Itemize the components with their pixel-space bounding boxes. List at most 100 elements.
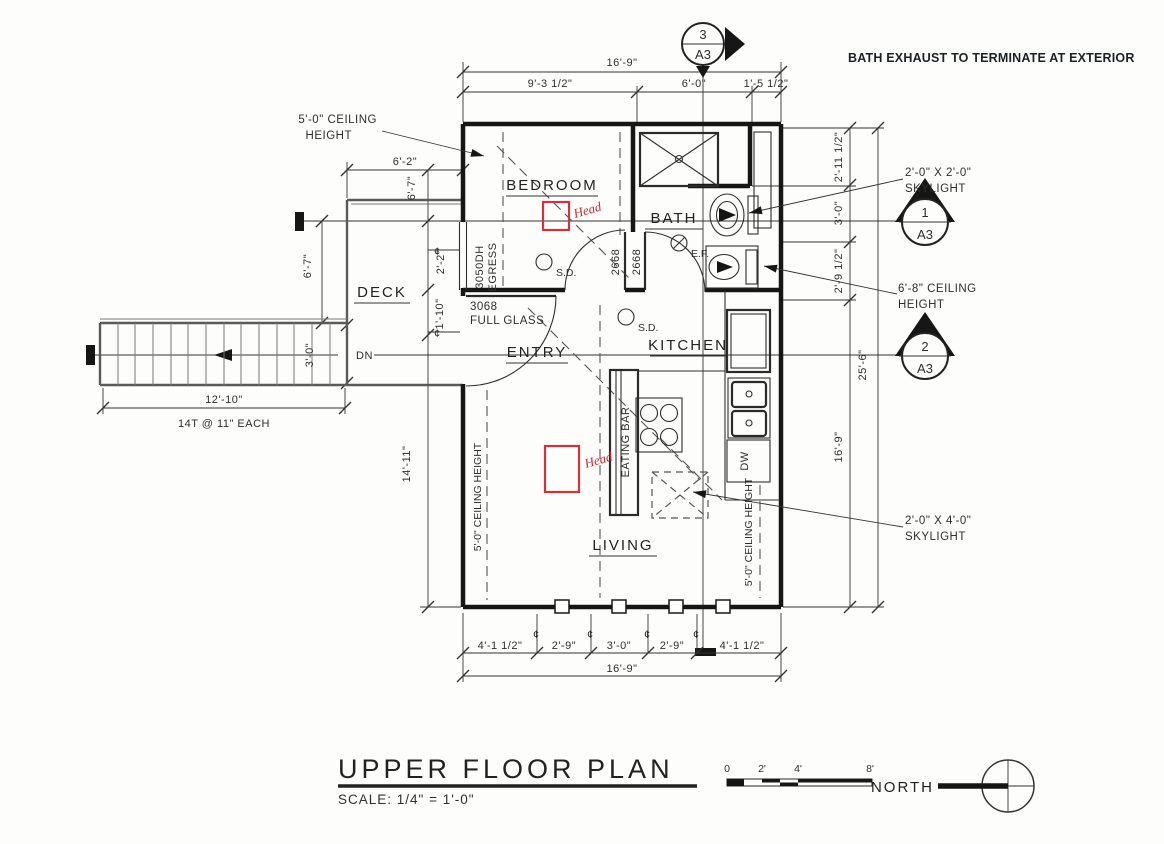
- smoke-detector-label: S.D.: [556, 267, 576, 279]
- svg-text:DECK: DECK: [357, 284, 407, 301]
- bedroom-door-size: 2668: [610, 249, 622, 275]
- egress-window-line1: 3050DH: [474, 245, 486, 288]
- sheet-scale: SCALE: 1/4" = 1'-0": [338, 792, 475, 807]
- dim-deck-width: 6'-2": [393, 156, 417, 168]
- bath-fixtures: [638, 131, 772, 289]
- scale-tick-label: 4': [794, 763, 802, 775]
- ceiling-68-line1: 6'-8" CEILING: [898, 283, 977, 295]
- bath-sink: [708, 253, 740, 281]
- smoke-detector-icon: [535, 253, 553, 271]
- centerline-symbol: ¢: [533, 629, 540, 641]
- dim-stair-run: 12'-10": [205, 394, 243, 406]
- room-label-kitchen: KITCHEN: [648, 337, 728, 357]
- smoke-detector-label: S.D.: [638, 322, 658, 334]
- dim-bottom-overall: 16'-9": [606, 663, 637, 675]
- dim-left-b: 1'-10": [434, 298, 446, 329]
- room-label-deck: DECK: [354, 284, 410, 304]
- south-windows: [554, 599, 731, 614]
- scale-tick-label: 0: [724, 763, 730, 775]
- refrigerator: [725, 308, 772, 374]
- toilet: [709, 193, 745, 237]
- kitchen-sink-unit: [727, 377, 771, 439]
- ceiling-68-line2: HEIGHT: [898, 299, 944, 311]
- section-number: 2: [921, 339, 928, 354]
- dim-bottom-d: 2'-9": [660, 640, 684, 652]
- dim-bottom-a: 4'-1 1/2": [478, 640, 523, 652]
- ceiling-5-left-label: 5'-0" CEILING HEIGHT: [472, 442, 484, 551]
- down-label: DN: [356, 350, 373, 362]
- graphic-scale-bar: 0 2' 4' 8': [724, 763, 874, 787]
- egress-window: [458, 222, 468, 290]
- section-cut-lines: [86, 77, 896, 656]
- dishwasher-label: DW: [739, 451, 751, 470]
- sheet-title: UPPER FLOOR PLAN: [338, 754, 674, 784]
- scale-tick-label: 2': [758, 763, 766, 775]
- dim-top-a: 9'-3 1/2": [528, 78, 573, 90]
- dim-left-lower: 14'-11": [401, 446, 413, 483]
- toilet-tank: [747, 195, 759, 235]
- leader-lines: [381, 130, 904, 528]
- entry-door-note-line1: 3068: [470, 301, 498, 313]
- dim-right-a: 2'-11 1/2": [833, 132, 845, 183]
- north-arrow: NORTH: [871, 759, 1035, 813]
- skylight-2x4-line1: 2'-0" X 4'-0": [905, 515, 971, 527]
- ceiling-break-lines: [486, 132, 761, 600]
- dim-top-b: 6'-0": [682, 78, 706, 90]
- ceiling-5-note-line1: 5'-0" CEILING: [298, 114, 377, 126]
- section-sheet: A3: [917, 361, 933, 376]
- doors: [465, 229, 706, 387]
- eating-bar: [608, 368, 640, 517]
- stair-note: 14T @ 11" EACH: [178, 418, 270, 430]
- centerline-symbol: ¢: [644, 629, 651, 641]
- dim-right-overall: 25'-6": [857, 349, 869, 380]
- exhaust-fan-label: E.F.: [691, 248, 709, 260]
- dn-arrowhead: [214, 349, 232, 361]
- room-label-bath: BATH: [645, 210, 703, 230]
- dim-stair-width: 3'-0": [304, 343, 316, 367]
- dim-right-c: 2'-9 1/2": [833, 249, 845, 294]
- cooktop: [635, 397, 683, 453]
- room-label-entry: ENTRY: [506, 344, 568, 364]
- dim-left-a: 2'-2": [435, 250, 447, 274]
- section-1-end-post: [295, 212, 304, 231]
- room-label-living: LIVING: [589, 537, 657, 557]
- dim-top-c: 1'-5 1/2": [744, 78, 789, 90]
- svg-text:KITCHEN: KITCHEN: [648, 337, 728, 354]
- centerline-symbol: ¢: [587, 629, 594, 641]
- kitchen-fixtures: [608, 290, 781, 519]
- section-2-end-post: [86, 345, 95, 365]
- eating-bar-label: EATING BAR: [620, 407, 632, 478]
- centerline-symbol: ¢: [693, 629, 700, 641]
- svg-text:BEDROOM: BEDROOM: [506, 177, 598, 194]
- centerline-symbol: ¢: [434, 328, 441, 340]
- skylight-2x2-line2: SKYLIGHT: [905, 183, 966, 195]
- section-marker-1: 1 A3: [895, 178, 955, 246]
- section-sheet: A3: [917, 227, 933, 242]
- dim-top-overall: 16'-9": [606, 57, 637, 69]
- svg-text:LIVING: LIVING: [592, 537, 653, 554]
- dimension-lines: [96, 62, 885, 683]
- deck-and-stairs: [98, 198, 463, 387]
- section-number: 3: [699, 27, 706, 42]
- north-label: NORTH: [871, 779, 934, 796]
- dim-right-inner: 16'-9": [833, 431, 845, 462]
- ceiling-5-right-label: 5'-0" CEILING HEIGHT: [743, 477, 755, 586]
- dim-deck-upper: 6'-7": [406, 176, 418, 200]
- vanity: [705, 245, 759, 289]
- title-block: UPPER FLOOR PLAN SCALE: 1/4" = 1'-0": [338, 754, 697, 807]
- smoke-detector-icon: [617, 308, 635, 326]
- dim-deck-left: 6'-7": [302, 254, 314, 278]
- dim-right-b: 3'-0": [833, 201, 845, 225]
- ceiling-5-note-line2: HEIGHT: [306, 130, 352, 142]
- dishwasher-box: [726, 439, 771, 483]
- section-3-end-bar: [695, 648, 716, 656]
- entry-door-note-line2: FULL GLASS: [470, 315, 544, 327]
- linen-chase: [753, 131, 772, 229]
- section-sheet: A3: [695, 47, 711, 62]
- stair-treads: [117, 323, 331, 385]
- dim-bottom-e: 4'-1 1/2": [720, 640, 765, 652]
- svg-text:ENTRY: ENTRY: [507, 344, 568, 361]
- head-clearance-box: [541, 200, 571, 232]
